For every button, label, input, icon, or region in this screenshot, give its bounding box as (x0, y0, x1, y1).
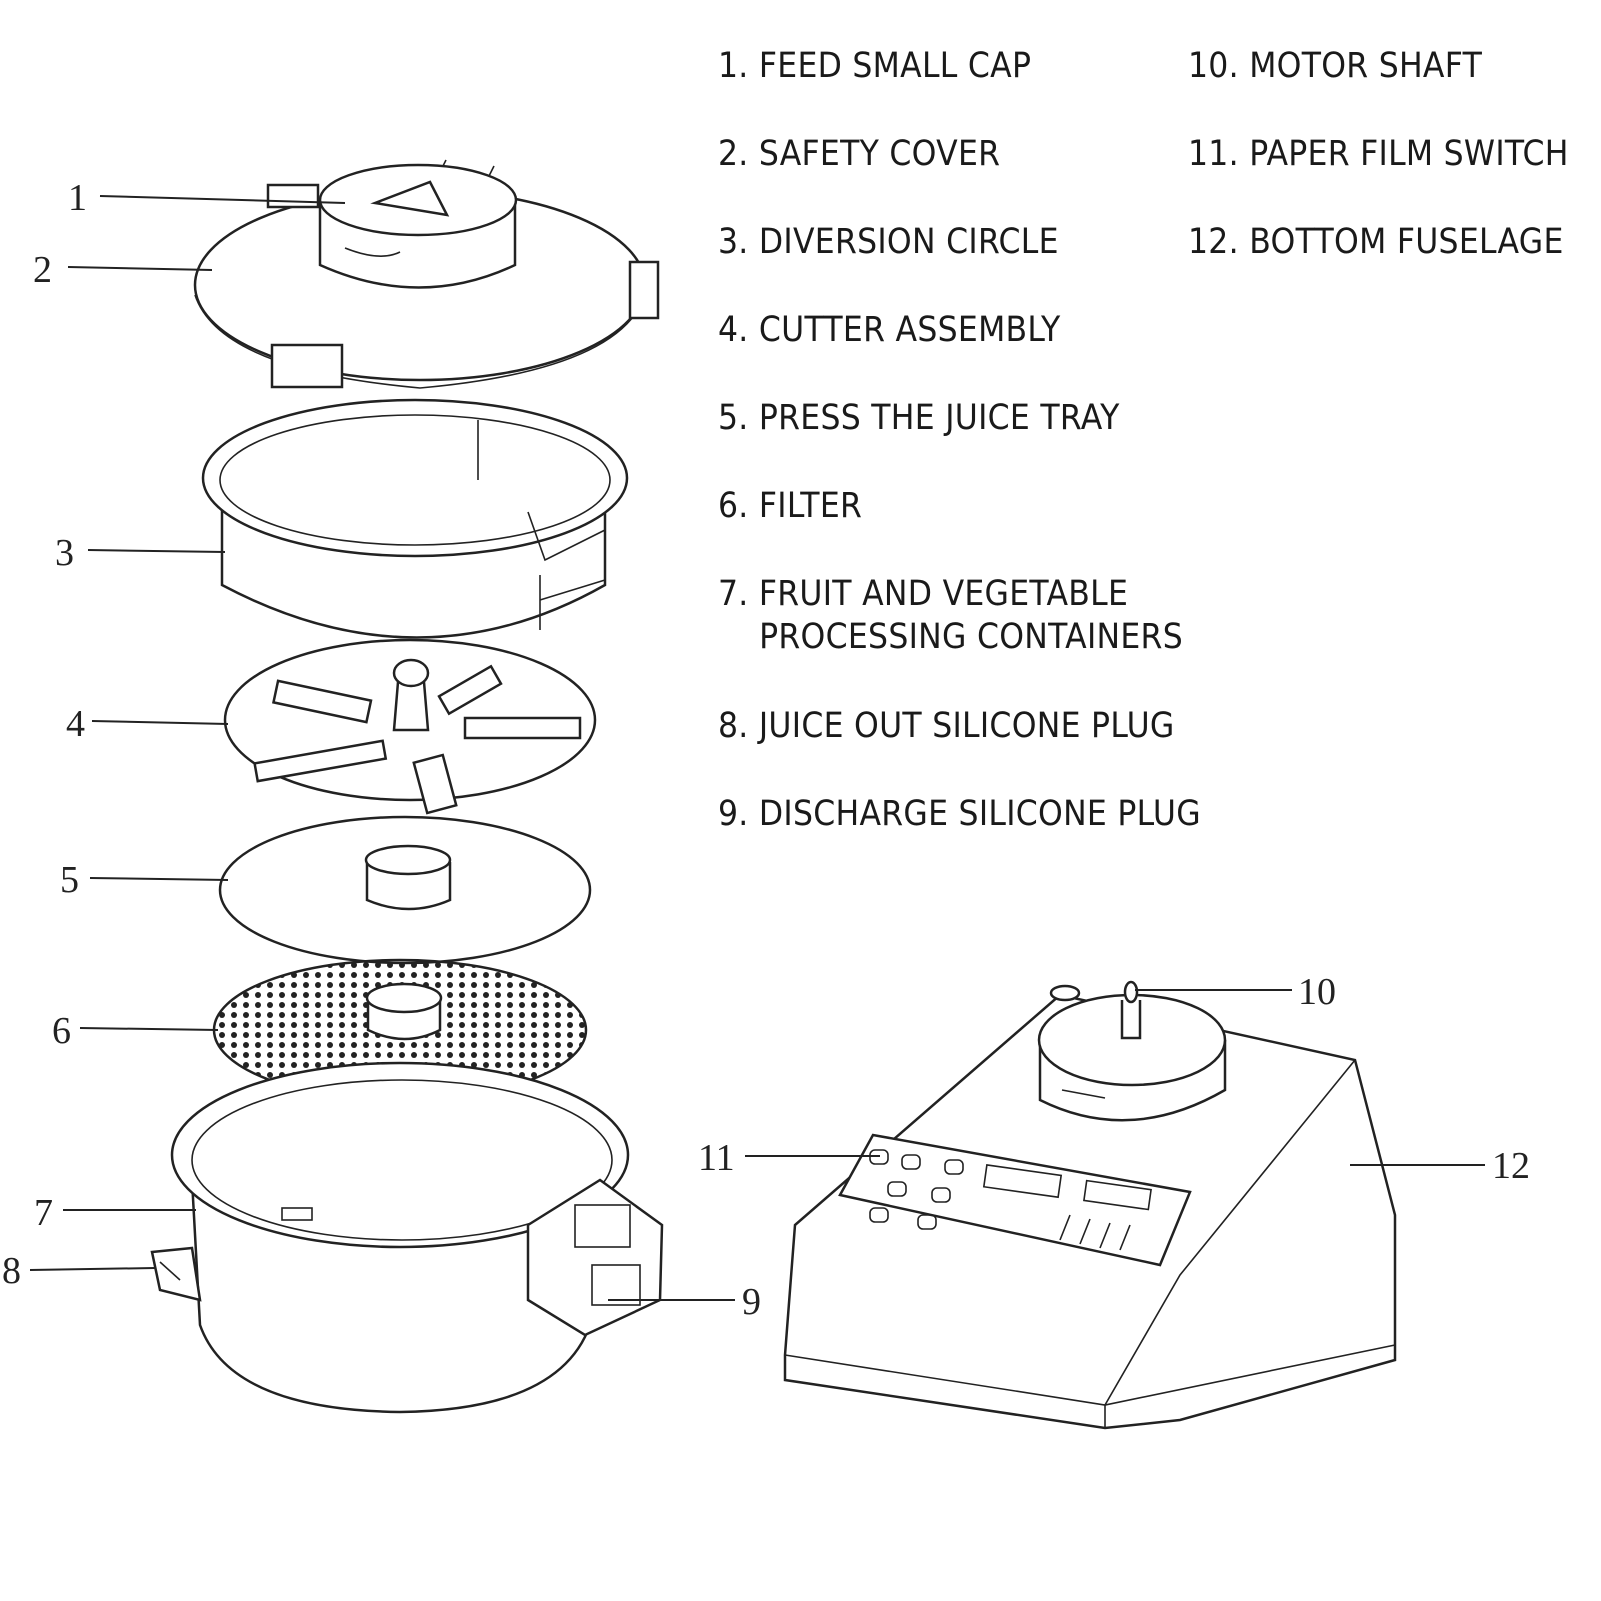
legend-item-8: 8. JUICE OUT SILICONE PLUG (718, 706, 1175, 746)
diversion-circle-part (201, 398, 629, 639)
leader-lines (29, 195, 1485, 1301)
leader-line-2 (67, 266, 213, 271)
callout-2: 2 (33, 249, 52, 291)
processing-container-part (170, 1061, 630, 1414)
legend-item-10: 10. MOTOR SHAFT (1188, 46, 1483, 86)
leader-line-5 (89, 877, 229, 881)
callout-9: 9 (742, 1281, 761, 1323)
legend-item-4: 4. CUTTER ASSEMBLY (718, 310, 1061, 350)
callout-11: 11 (698, 1137, 735, 1179)
motor-shaft-part (1037, 980, 1227, 1122)
leader-line-8 (29, 1267, 156, 1271)
callout-12: 12 (1492, 1145, 1530, 1187)
feed-small-cap-part (318, 163, 518, 289)
press-juice-tray-part (218, 815, 592, 965)
leader-line-1 (99, 195, 346, 204)
legend-item-9: 9. DISCHARGE SILICONE PLUG (718, 794, 1201, 834)
callout-numbers: 1 2 3 4 5 6 7 8 9 10 11 12 (2, 177, 1530, 1323)
callout-3: 3 (55, 532, 74, 574)
legend-item-3: 3. DIVERSION CIRCLE (718, 222, 1059, 262)
callout-7: 7 (34, 1192, 53, 1234)
filter-part (212, 958, 588, 1102)
legend-item-12: 12. BOTTOM FUSELAGE (1188, 222, 1564, 262)
callout-10: 10 (1298, 971, 1336, 1013)
callout-6: 6 (52, 1010, 71, 1052)
legend-item-2: 2. SAFETY COVER (718, 134, 1001, 174)
callout-5: 5 (60, 859, 79, 901)
legend-item-7: 7. FRUIT AND VEGETABLE PROCESSING CONTAI… (718, 574, 1183, 657)
cutter-assembly-part (223, 638, 597, 815)
callout-1: 1 (68, 177, 87, 219)
callout-4: 4 (66, 703, 85, 745)
leader-line-4 (91, 720, 229, 725)
legend-item-11: 11. PAPER FILM SWITCH (1188, 134, 1569, 174)
callout-8: 8 (2, 1250, 21, 1292)
leader-line-3 (87, 549, 226, 553)
leader-line-6 (79, 1027, 219, 1031)
juice-out-plug-part (150, 1246, 202, 1302)
legend-item-1: 1. FEED SMALL CAP (718, 46, 1032, 86)
legend-item-6: 6. FILTER (718, 486, 863, 526)
legend-item-5: 5. PRESS THE JUICE TRAY (718, 398, 1120, 438)
